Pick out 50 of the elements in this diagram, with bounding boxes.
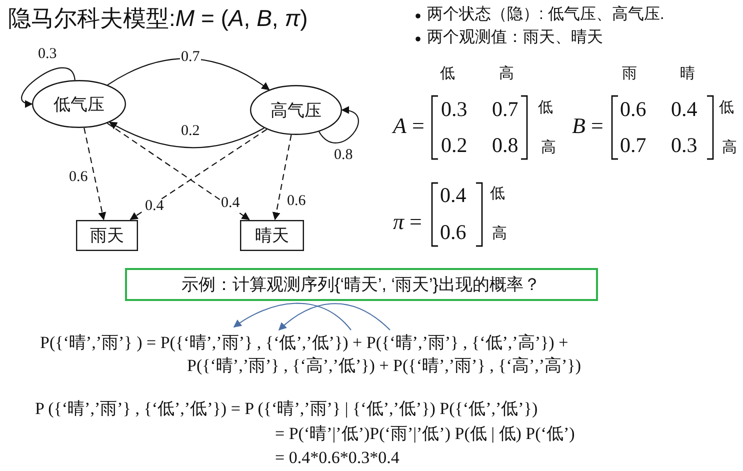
matrix-value: 0.3: [671, 134, 698, 158]
matrix-value: 0.4: [440, 184, 466, 208]
matrix-value: 0.4: [671, 98, 698, 122]
observation-box: [76, 220, 138, 250]
formula-line: = 0.4*0.6*0.3*0.4: [275, 449, 400, 468]
arrow: [21, 67, 76, 107]
state-ellipse: [250, 85, 342, 135]
matrix-value: 0.7: [620, 134, 646, 158]
bullet-text: 两个观测值：雨天、晴天: [427, 29, 603, 47]
column-header: 高: [499, 66, 514, 82]
matrix-value: 0.6: [440, 221, 466, 244]
matrix-value: 0.8: [492, 134, 518, 158]
column-header: 晴: [680, 66, 695, 82]
matrix-value: 0.3: [441, 98, 468, 122]
example-text: 示例：计算观测序列{‘晴天’, ‘雨天’}出现的概率？: [182, 274, 540, 296]
example-box: [124, 268, 598, 300]
edge-label: 0.4: [220, 196, 241, 211]
arrow: [107, 58, 270, 90]
column-header: 雨: [622, 66, 637, 82]
formula-line: P({‘晴’,’雨’} ) = P({‘晴’,’雨’} , {‘低’,’低’}) + P({‘晴’,’雨’} , {‘低’,’高’}) +: [40, 334, 568, 353]
row-header: 高: [722, 140, 737, 156]
dashed-arrow: [272, 134, 292, 220]
row-header: 低: [538, 100, 553, 116]
column-header: 低: [440, 66, 455, 82]
state-label: 低气压: [54, 94, 104, 116]
formula-line: P ({‘晴’,’雨’} , {‘低’,’低’}) = P ({‘晴’,’雨’} | {‘低’,’低’}) P({‘低’,’低’}): [35, 400, 538, 419]
matrix-name: π =: [393, 210, 422, 234]
arrow: [318, 106, 359, 144]
matrix-value: 0.7: [492, 98, 518, 122]
state-label: 高气压: [270, 100, 322, 122]
bullet-text: 两个状态（隐）: 低气压、高气压.: [427, 6, 664, 24]
title: 隐马尔科夫模型:M = (A, B, π): [8, 6, 308, 32]
dashed-arrow: [106, 122, 250, 220]
observation-label: 晴天: [255, 224, 289, 246]
formula-line: = P(‘晴’|’低’)P(‘雨’|’低’) P(低 | 低) P(‘低’): [275, 425, 575, 444]
row-header: 高: [492, 226, 507, 242]
matrix-value: 0.2: [441, 134, 468, 158]
arrow: [108, 122, 264, 148]
row-header: 低: [490, 186, 505, 202]
observation-box: [240, 220, 304, 250]
matrix-value: 0.6: [620, 98, 646, 122]
row-header: 低: [719, 100, 734, 116]
observation-label: 雨天: [90, 224, 124, 246]
matrix-name: A =: [393, 114, 424, 138]
matrix-name: B =: [572, 114, 604, 138]
row-header: 高: [541, 140, 556, 156]
dashed-arrow: [130, 128, 268, 220]
state-ellipse: [32, 80, 126, 128]
dashed-arrow: [84, 128, 106, 220]
formula-line: P({‘晴’,’雨’} , {‘高’,’低’}) + P({‘晴’,’雨’} , {‘高’,’高’}): [187, 357, 581, 376]
